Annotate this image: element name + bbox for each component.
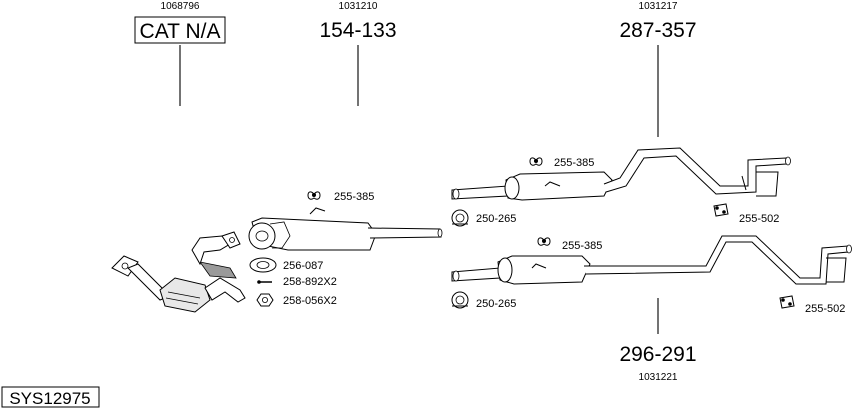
lower-bracket-icon [779,295,795,309]
assembly-id-box [1,386,100,408]
rear-flange [221,231,241,249]
flex-section [199,261,237,279]
upper-clamp-label: 250-265 [476,213,516,225]
upper-pipe [191,235,231,266]
upper-bracket-icon [713,203,729,217]
lower-rear-part-number: 296-291 [619,343,696,366]
upper-hanger-label: 255-385 [554,157,594,169]
gasket-icon [249,257,277,273]
lower-rear-ref: 1031221 [639,372,678,383]
catalytic-converter-drawing [111,231,246,313]
upper-hanger-icon [529,157,543,166]
lower-hanger-icon [537,237,551,246]
front-silencer-drawing [248,207,443,251]
cat-label-box [134,16,226,44]
front-hanger-label: 255-385 [334,191,374,203]
upper-clamp-icon [451,209,469,227]
front-silencer-part-number: 154-133 [319,19,396,42]
cat-outlet-pipe [204,277,246,303]
upper-bracket-label: 255-502 [739,213,779,225]
gasket-label: 256-087 [283,260,323,272]
lower-hanger-label: 255-385 [562,240,602,252]
bolt-label: 258-892X2 [283,276,337,288]
bolt-icon [257,280,272,284]
upper-rear-part-number: 287-357 [619,19,696,42]
cat-part-number: CAT N/A [140,20,221,43]
front-silencer-ref: 1031210 [339,1,378,12]
cat-ref-number: 1068796 [161,1,200,12]
lower-rear-pipe-drawing [451,235,852,285]
lower-clamp-label: 250-265 [476,298,516,310]
nut-label: 258-056X2 [283,295,337,307]
upper-rear-pipe-drawing [451,147,791,201]
assembly-id: SYS12975 [9,389,90,408]
hanger-icon [307,191,321,200]
upper-rear-ref: 1031217 [639,1,678,12]
lower-bracket-label: 255-502 [805,303,845,315]
nut-icon [256,293,274,307]
lower-clamp-icon [451,291,469,309]
